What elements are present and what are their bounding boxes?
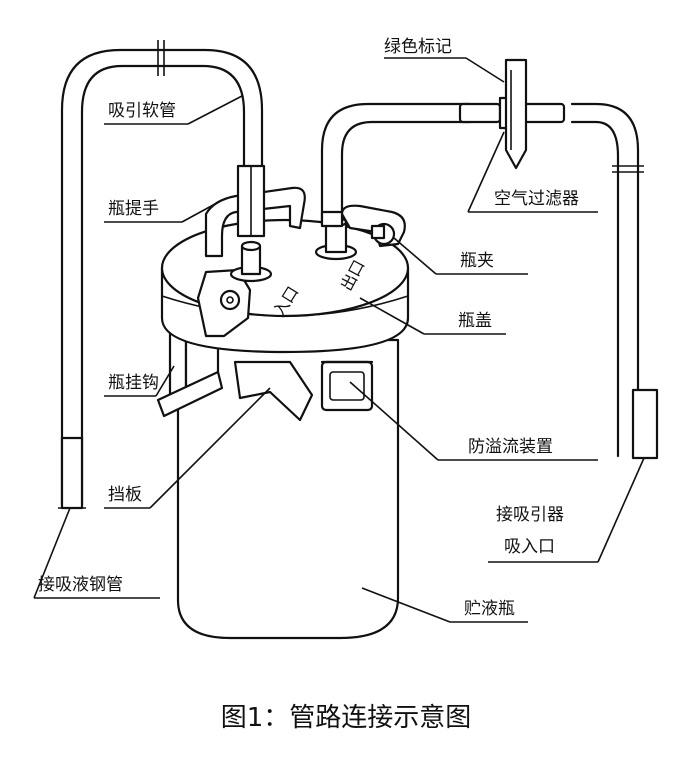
bottle-clip [340,204,406,248]
label-air-filter: 空气过滤器 [494,189,579,209]
storage-bottle [176,338,400,640]
suction-hose [60,40,264,507]
label-bottle-hook: 瓶挂钩 [108,373,159,393]
figure-caption: 图1：管路连接示意图 [221,703,472,733]
overflow-device [320,360,374,412]
label-overflow-device: 防溢流装置 [468,437,553,457]
air-filter [458,58,566,170]
aspirator-hose [570,102,659,460]
baffle [233,360,314,422]
label-steel-pipe: 接吸液钢管 [38,575,123,595]
steel-pipe [58,436,86,510]
label-green-mark: 绿色标记 [384,37,452,57]
label-bottle-cap: 瓶盖 [458,311,492,331]
label-bottle-clip: 瓶夹 [460,251,494,271]
bottle-handle [204,186,306,258]
label-storage-bottle: 贮液瓶 [464,599,515,619]
inlet-port [229,240,273,283]
callout-lines [33,57,645,623]
label-suction-hose: 吸引软管 [108,101,176,121]
label-aspirator-inlet-2: 吸入口 [504,537,555,557]
label-bottle-handle: 瓶提手 [108,199,159,219]
label-baffle: 挡板 [108,485,142,505]
outlet-hose [320,102,472,228]
inlet-hose-connector [236,164,266,238]
label-aspirator-inlet-1: 接吸引器 [496,505,564,525]
cap-clamp-plate [196,268,252,338]
